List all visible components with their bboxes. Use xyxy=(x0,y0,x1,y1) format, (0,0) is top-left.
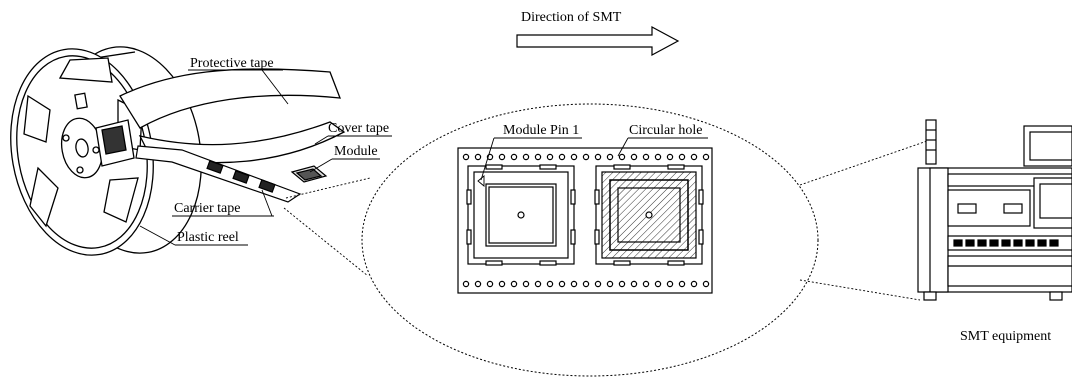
sprocket-hole xyxy=(498,280,506,288)
sprocket-hole xyxy=(534,153,542,161)
sprocket-hole xyxy=(510,153,518,161)
sprocket-hole xyxy=(486,153,494,161)
direction-arrow-icon xyxy=(516,25,680,57)
module-label: Module xyxy=(334,144,378,159)
sprocket-hole xyxy=(510,280,518,288)
empty-pocket xyxy=(466,164,576,266)
protective-tape-label: Protective tape xyxy=(190,56,274,71)
sprocket-hole xyxy=(690,280,698,288)
carrier-tape-label: Carrier tape xyxy=(174,201,240,216)
sprocket-hole xyxy=(522,280,530,288)
sprocket-hole xyxy=(558,153,566,161)
sprocket-hole xyxy=(546,280,554,288)
sprocket-hole xyxy=(594,153,602,161)
sprocket-hole xyxy=(570,280,578,288)
sprocket-hole xyxy=(462,153,470,161)
sprocket-hole xyxy=(534,280,542,288)
sprocket-hole xyxy=(606,153,614,161)
sprocket-hole xyxy=(678,280,686,288)
magnified-view xyxy=(361,103,819,377)
machine-button xyxy=(1013,239,1023,247)
smt-machine-icon xyxy=(917,119,1072,301)
sprocket-hole xyxy=(474,280,482,288)
sprocket-hole xyxy=(570,153,578,161)
sprocket-hole xyxy=(654,153,662,161)
sprocket-hole xyxy=(618,280,626,288)
protective-tape-icon xyxy=(119,68,341,129)
machine-button xyxy=(1049,239,1059,247)
machine-button xyxy=(965,239,975,247)
machine-button xyxy=(977,239,987,247)
detail-leaders xyxy=(480,137,708,181)
circular-hole-label: Circular hole xyxy=(629,123,702,138)
sprocket-hole xyxy=(690,153,698,161)
sprocket-hole xyxy=(546,153,554,161)
leader-lines xyxy=(139,69,392,246)
sprocket-hole xyxy=(462,280,470,288)
smt-equipment-label: SMT equipment xyxy=(960,329,1051,344)
sprocket-hole xyxy=(666,280,674,288)
machine-button xyxy=(1037,239,1047,247)
sprocket-hole xyxy=(666,153,674,161)
sprocket-hole xyxy=(594,280,602,288)
machine-button xyxy=(1025,239,1035,247)
sprocket-hole xyxy=(558,280,566,288)
machine-button xyxy=(953,239,963,247)
sprocket-hole xyxy=(522,153,530,161)
sprocket-hole xyxy=(678,153,686,161)
sprocket-hole xyxy=(702,153,710,161)
machine-button xyxy=(989,239,999,247)
sprocket-hole xyxy=(630,153,638,161)
sprocket-hole xyxy=(582,280,590,288)
filled-pocket xyxy=(594,164,704,266)
module-icon xyxy=(290,165,328,183)
zoom-lines xyxy=(283,139,931,301)
sprocket-hole xyxy=(498,153,506,161)
sprocket-hole xyxy=(654,280,662,288)
sprocket-hole xyxy=(474,153,482,161)
sprocket-hole xyxy=(606,280,614,288)
machine-button xyxy=(1001,239,1011,247)
direction-label: Direction of SMT xyxy=(521,10,622,25)
sprocket-hole xyxy=(642,153,650,161)
sprocket-hole xyxy=(618,153,626,161)
sprocket-hole xyxy=(630,280,638,288)
carrier-tape-icon xyxy=(135,145,302,203)
plastic-reel-label: Plastic reel xyxy=(177,230,239,245)
cover-tape-label: Cover tape xyxy=(328,121,389,136)
sprocket-hole xyxy=(486,280,494,288)
carrier-tape-detail xyxy=(457,147,713,294)
sprocket-hole xyxy=(642,280,650,288)
sprocket-hole xyxy=(582,153,590,161)
module-pin1-label: Module Pin 1 xyxy=(503,123,579,138)
sprocket-hole xyxy=(702,280,710,288)
